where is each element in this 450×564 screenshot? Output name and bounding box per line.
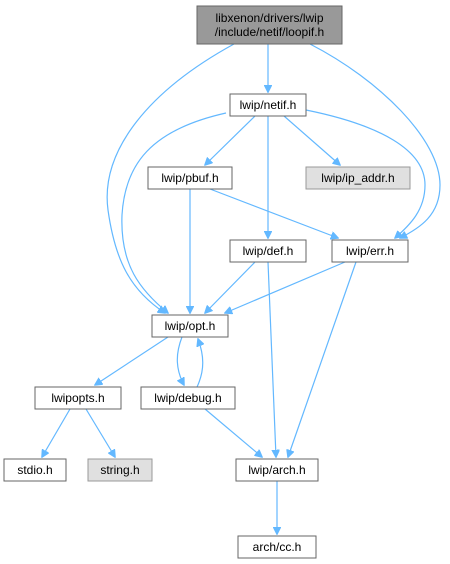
node-stdio-box [3,458,67,482]
edge-err-to-opt [225,261,346,313]
node-opt-label: lwip/opt.h [165,319,216,333]
node-loopif-label: libxenon/drivers/lwip [215,11,323,25]
node-lwipopts[interactable]: lwipopts.h [34,386,122,410]
edge-loopif-to-opt [106,43,235,313]
edge-netif-to-pbuf [205,115,256,165]
edge-netif-to-opt [121,112,227,313]
node-stdio[interactable]: stdio.h [3,458,67,482]
node-lwipopts-label: lwipopts.h [51,391,104,405]
node-debug-box [140,386,236,410]
node-netif-label: lwip/netif.h [240,98,297,112]
node-err-box [331,239,409,263]
edge-pbuf-to-err [209,188,338,238]
node-string: string.h [87,458,153,482]
node-pbuf-box [147,166,233,190]
edge-loopif-to-err [309,43,441,238]
edge-def-to-opt [205,261,256,313]
node-cc-label: arch/cc.h [253,540,302,554]
edge-err-to-arch [288,261,357,457]
edge-lwipopts-to-string [85,408,115,457]
node-netif-box [229,93,307,117]
node-opt[interactable]: lwip/opt.h [151,314,229,338]
node-netif[interactable]: lwip/netif.h [229,93,307,117]
node-ip_addr-label: lwip/ip_addr.h [321,171,394,185]
node-cc[interactable]: arch/cc.h [237,535,317,559]
nodes-layer: libxenon/drivers/lwip/include/netif/loop… [3,5,411,559]
node-pbuf[interactable]: lwip/pbuf.h [147,166,233,190]
node-stdio-label: stdio.h [17,463,52,477]
node-arch[interactable]: lwip/arch.h [235,458,319,482]
edge-netif-to-ip_addr [283,115,340,165]
edge-opt-to-lwipopts [95,336,169,385]
node-loopif[interactable]: libxenon/drivers/lwip/include/netif/loop… [196,5,343,45]
node-arch-label: lwip/arch.h [248,463,305,477]
node-loopif-label: /include/netif/loopif.h [215,25,324,39]
edge-opt-to-debug [176,336,184,385]
edges-layer [42,43,441,534]
edge-lwipopts-to-stdio [42,408,71,457]
node-ip_addr: lwip/ip_addr.h [305,166,411,190]
node-string-label: string.h [100,463,139,477]
node-loopif-box [196,5,343,45]
node-err-label: lwip/err.h [346,244,394,258]
node-ip_addr-box [305,166,411,190]
edge-debug-to-opt [197,339,203,388]
node-pbuf-label: lwip/pbuf.h [161,171,218,185]
node-lwipopts-box [34,386,122,410]
node-def-box [229,239,307,263]
node-string-box [87,458,153,482]
node-cc-box [237,535,317,559]
node-def[interactable]: lwip/def.h [229,239,307,263]
node-debug[interactable]: lwip/debug.h [140,386,236,410]
node-opt-box [151,314,229,338]
node-arch-box [235,458,319,482]
node-def-label: lwip/def.h [243,244,294,258]
node-debug-label: lwip/debug.h [154,391,221,405]
edge-netif-to-err [305,109,426,238]
edge-debug-to-arch [204,408,262,457]
node-err[interactable]: lwip/err.h [331,239,409,263]
